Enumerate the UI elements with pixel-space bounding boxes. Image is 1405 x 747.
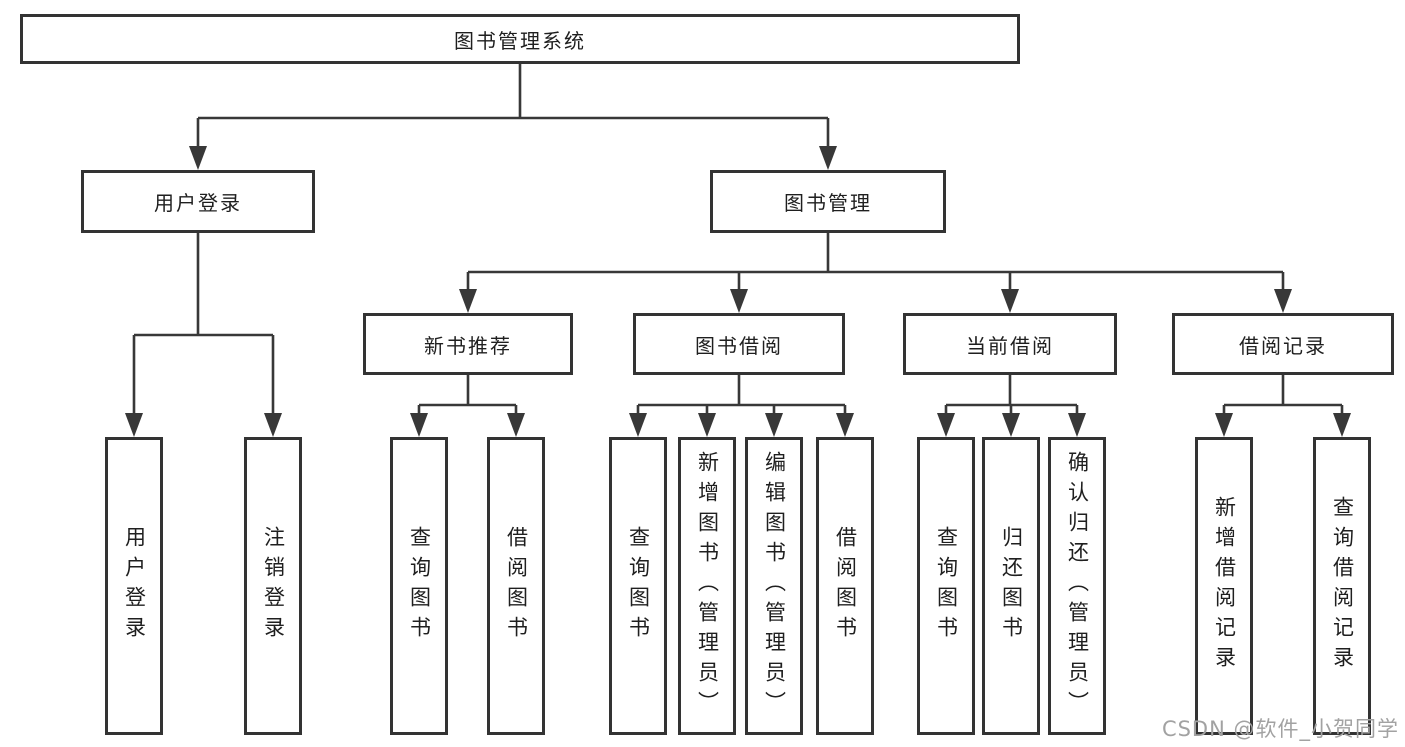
leaf-current-return-books-label: 归还图书: [999, 526, 1024, 646]
leaf-current-confirm-return-admin-label: 确认归还（管理员）: [1065, 451, 1090, 721]
leaf-logout-label: 注销登录: [261, 526, 286, 646]
leaf-borrow-edit-books-admin: 编辑图书（管理员）: [745, 437, 803, 735]
node-book-management: 图书管理: [710, 170, 946, 233]
node-root: 图书管理系统: [20, 14, 1020, 64]
node-current-borrow: 当前借阅: [903, 313, 1117, 375]
node-borrow-records-label: 借阅记录: [1239, 333, 1327, 358]
leaf-borrow-edit-books-admin-label: 编辑图书（管理员）: [762, 451, 787, 721]
node-book-borrow: 图书借阅: [633, 313, 845, 375]
leaf-records-query-record: 查询借阅记录: [1313, 437, 1371, 735]
node-user-login: 用户登录: [81, 170, 315, 233]
node-new-book-recommend: 新书推荐: [363, 313, 573, 375]
leaf-newbook-borrow-books: 借阅图书: [487, 437, 545, 735]
leaf-user-login: 用户登录: [105, 437, 163, 735]
leaf-current-query-books-label: 查询图书: [934, 526, 959, 646]
leaf-logout: 注销登录: [244, 437, 302, 735]
leaf-current-confirm-return-admin: 确认归还（管理员）: [1048, 437, 1106, 735]
leaf-newbook-query-books-label: 查询图书: [407, 526, 432, 646]
node-user-login-label: 用户登录: [154, 191, 242, 215]
leaf-user-login-label: 用户登录: [122, 526, 147, 646]
leaf-records-add-record-label: 新增借阅记录: [1212, 496, 1237, 676]
leaf-borrow-borrow-books: 借阅图书: [816, 437, 874, 735]
node-borrow-records: 借阅记录: [1172, 313, 1394, 375]
node-book-management-label: 图书管理: [784, 191, 872, 215]
leaf-borrow-add-books-admin-label: 新增图书（管理员）: [695, 451, 720, 721]
leaf-current-query-books: 查询图书: [917, 437, 975, 735]
leaf-borrow-borrow-books-label: 借阅图书: [833, 526, 858, 646]
csdn-watermark: CSDN @软件_小贺同学: [1161, 717, 1399, 741]
node-book-borrow-label: 图书借阅: [695, 333, 783, 358]
arrowheads: [125, 146, 1351, 437]
leaf-newbook-borrow-books-label: 借阅图书: [504, 526, 529, 646]
leaf-borrow-query-books: 查询图书: [609, 437, 667, 735]
node-current-borrow-label: 当前借阅: [966, 333, 1054, 358]
leaf-borrow-query-books-label: 查询图书: [626, 526, 651, 646]
leaf-newbook-query-books: 查询图书: [390, 437, 448, 735]
leaf-borrow-add-books-admin: 新增图书（管理员）: [678, 437, 736, 735]
leaf-records-query-record-label: 查询借阅记录: [1330, 496, 1355, 676]
leaf-current-return-books: 归还图书: [982, 437, 1040, 735]
node-root-label: 图书管理系统: [454, 28, 586, 53]
node-new-book-recommend-label: 新书推荐: [424, 333, 512, 358]
leaf-records-add-record: 新增借阅记录: [1195, 437, 1253, 735]
